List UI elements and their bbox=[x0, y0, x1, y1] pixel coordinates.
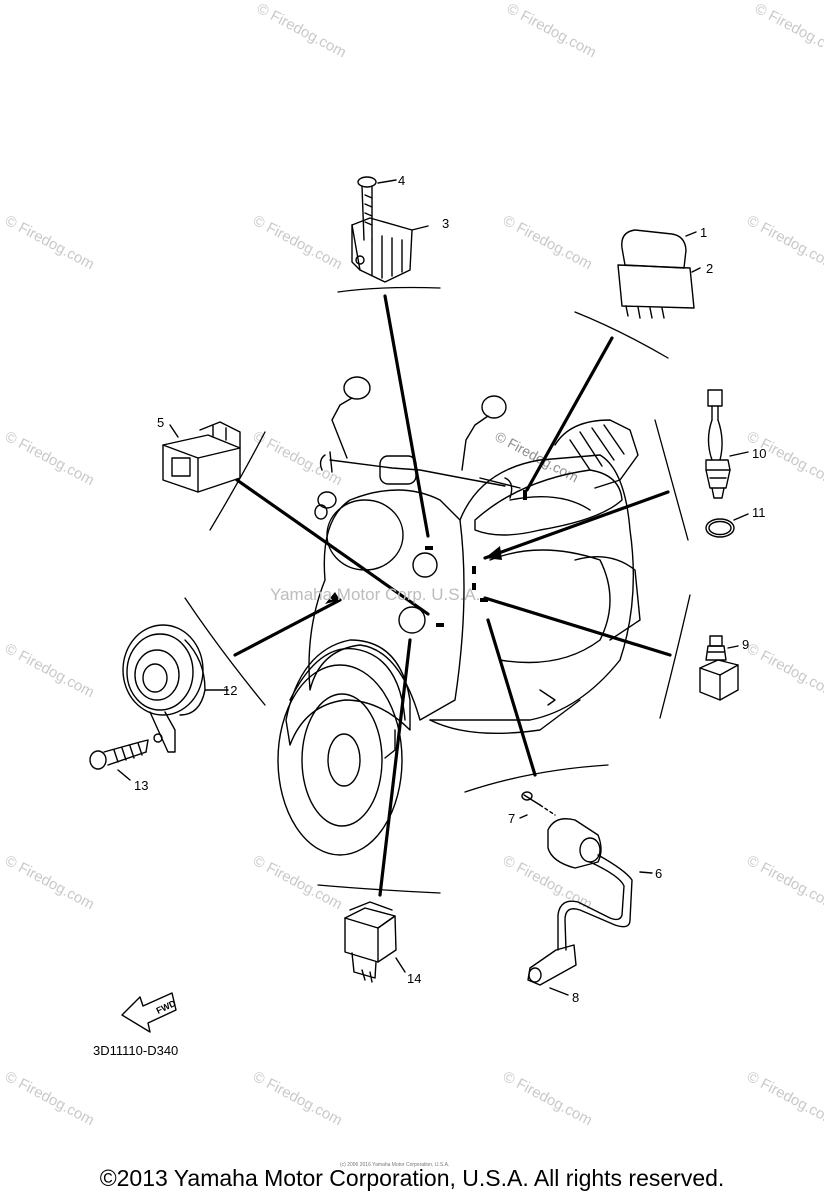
ignition-coil bbox=[519, 791, 653, 996]
callout-4: 4 bbox=[398, 173, 406, 188]
callout-11: 11 bbox=[752, 505, 766, 520]
callout-14: 14 bbox=[407, 971, 422, 986]
callout-7: 7 bbox=[508, 811, 516, 826]
connection-marks bbox=[425, 490, 527, 627]
scooter-illustration bbox=[277, 376, 641, 856]
bracket-frames bbox=[184, 286, 691, 894]
coupler-connector bbox=[162, 421, 241, 493]
rectifier-regulator bbox=[351, 176, 429, 283]
callout-12: 12 bbox=[223, 683, 238, 698]
callout-9: 9 bbox=[742, 637, 750, 652]
callout-3: 3 bbox=[442, 216, 450, 231]
callout-1: 1 bbox=[700, 225, 708, 240]
relay-unit bbox=[617, 229, 701, 319]
callout-2: 2 bbox=[706, 261, 714, 276]
center-watermark: Yamaha Motor Corp. U.S.A. bbox=[270, 585, 481, 604]
callout-13: 13 bbox=[134, 778, 149, 793]
flasher-relay bbox=[344, 901, 406, 983]
fine-print: (c) 2006 2016 Yamaha Motor Corporation, … bbox=[340, 1162, 450, 1168]
temperature-sensor bbox=[705, 389, 749, 538]
stop-switch bbox=[699, 635, 739, 701]
copyright-notice: ©2013 Yamaha Motor Corporation, U.S.A. A… bbox=[99, 1165, 725, 1191]
leader-lines bbox=[233, 294, 672, 897]
fwd-arrow-icon: FWD bbox=[121, 992, 178, 1033]
callout-6: 6 bbox=[655, 866, 663, 881]
leader-arrowheads bbox=[325, 546, 502, 604]
callout-10: 10 bbox=[752, 446, 767, 461]
callout-5: 5 bbox=[157, 415, 165, 430]
diagram-code: 3D11110-D340 bbox=[93, 1043, 179, 1058]
callout-8: 8 bbox=[572, 990, 580, 1005]
horn bbox=[89, 624, 229, 781]
